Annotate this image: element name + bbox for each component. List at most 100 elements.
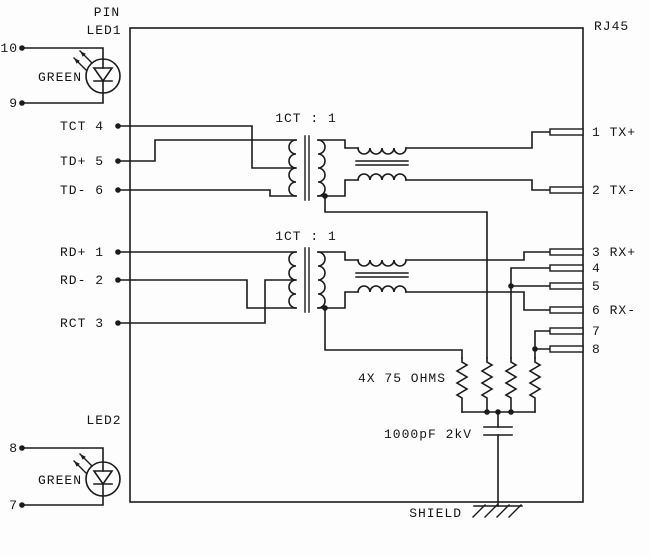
led1-circuit: PIN LED1 10 GREEN 9: [0, 5, 121, 111]
td-minus-wire: [117, 189, 297, 197]
led1-pin-cathode-label: 9: [9, 96, 18, 111]
led1-symbol-circle: [85, 58, 121, 94]
pin-header-label: PIN: [94, 5, 120, 20]
led2-cathode-wire: [21, 483, 104, 506]
led1-arrowhead: [74, 58, 80, 64]
tx-ratio-label: 1CT : 1: [275, 111, 337, 126]
tx-termination-tap-wire: [324, 195, 488, 359]
rj45-pin-label-6: 6 RX-: [592, 303, 636, 318]
rx-choke-top-coil: [357, 259, 407, 267]
led1-pin10-dot: [19, 45, 25, 51]
rx-minus-output-wire: [405, 291, 551, 311]
led1-anode-wire: [21, 47, 104, 69]
rx-primary-coil: [288, 251, 297, 309]
rj45-pin-label-2: 2 TX-: [592, 183, 636, 198]
tx-choke-bottom-coil: [357, 173, 407, 181]
rj45-terminals: RJ45 1 TX+ 2 TX- 3 RX+ 4 5 6 RX- 7 8: [549, 19, 636, 357]
junction-dot: [532, 346, 538, 352]
tx-secondary-coil: [317, 139, 326, 197]
rx-choke-core: [355, 272, 409, 278]
pin-dot: [115, 123, 121, 129]
pin-label-rd-minus: RD- 2: [60, 273, 104, 288]
tx-minus-output-wire: [405, 179, 551, 191]
led2-pin7-dot: [19, 502, 25, 508]
pin-dot: [115, 158, 121, 164]
td-plus-wire: [117, 139, 297, 162]
pin4-wire: [510, 267, 551, 359]
rj45-terminal-3: [549, 248, 584, 256]
rj45-pin-label-1: 1 TX+: [592, 125, 636, 140]
spare-pair-wires: [508, 267, 551, 359]
rj45-pin-label-4: 4: [592, 261, 601, 276]
rx-ratio-label: 1CT : 1: [275, 229, 337, 244]
junction-dot: [508, 283, 514, 289]
rx-secondary-to-choke-wires: [317, 251, 359, 309]
rj45-terminal-6: [549, 306, 584, 314]
chip-side-pins: TCT 4 TD+ 5 TD- 6 RD+ 1 RD- 2 RCT 3: [60, 119, 297, 331]
rx-choke-bottom-coil: [357, 285, 407, 293]
led2-circuit: LED2 8 GREEN 7: [9, 413, 121, 513]
pin-dot: [115, 187, 121, 193]
rj45-pin-label-5: 5: [592, 279, 601, 294]
led2-pin-cathode-label: 7: [9, 498, 18, 513]
led1-pin9-dot: [19, 100, 25, 106]
ground-hatch-icon: [472, 504, 522, 518]
led1-pin-anode-label: 10: [0, 41, 18, 56]
rj45-pin-label-7: 7: [592, 324, 601, 339]
rj45-terminal-7: [549, 327, 584, 335]
led2-pin-anode-label: 8: [9, 441, 18, 456]
tx-secondary-to-choke-wires: [317, 139, 359, 197]
tct-wire: [117, 125, 297, 169]
led2-symbol-circle: [85, 461, 121, 497]
led2-diode-triangle: [92, 470, 114, 486]
led2-anode-wire: [21, 447, 104, 472]
led1-cathode-wire: [21, 80, 104, 104]
led1-arrowhead: [80, 51, 86, 57]
rj45-terminal-8: [549, 345, 584, 353]
tx-transformer: 1CT : 1: [275, 111, 359, 201]
pin-label-td-plus: TD+ 5: [60, 154, 104, 169]
pin-dot: [115, 277, 121, 283]
tx-choke-core: [355, 160, 409, 166]
resistor-4: [528, 357, 542, 413]
shield-ground: SHIELD: [409, 504, 523, 521]
hv-capacitor: 1000pF 2kV: [384, 411, 513, 507]
rx-transformer: 1CT : 1: [275, 229, 359, 313]
tx-choke-top-coil: [357, 147, 407, 155]
rj45-pin-label-8: 8: [592, 342, 601, 357]
capacitor-label: 1000pF 2kV: [384, 427, 472, 442]
shield-label: SHIELD: [409, 506, 462, 521]
led2-name-label: LED2: [86, 413, 121, 428]
rct-wire: [117, 279, 297, 324]
tx-choke: [355, 131, 551, 191]
rj45-terminal-5: [549, 282, 584, 290]
rx-plus-output-wire: [405, 251, 551, 261]
rx-choke: [355, 251, 551, 311]
led2-arrowhead: [80, 454, 86, 460]
tx-primary-coil: [288, 139, 297, 197]
junction-dot: [484, 409, 490, 415]
connector-label: RJ45: [594, 19, 629, 34]
resistors-label: 4X 75 OHMS: [358, 371, 446, 386]
resistor-2: [480, 357, 494, 413]
led1-color-label: GREEN: [38, 70, 82, 85]
rx-core: [304, 247, 310, 313]
junction-dot: [322, 193, 328, 199]
rx-secondary-coil: [317, 251, 326, 309]
pin-label-td-minus: TD- 6: [60, 183, 104, 198]
pin-label-rct: RCT 3: [60, 316, 104, 331]
pin-dot: [115, 249, 121, 255]
junction-dot: [508, 409, 514, 415]
tx-core: [304, 135, 310, 201]
resistor-3: [504, 357, 518, 413]
resistor-1: [455, 357, 469, 413]
rj45-terminal-4: [549, 264, 584, 272]
pin-dot: [115, 320, 121, 326]
led2-pin8-dot: [19, 445, 25, 451]
led1-diode-triangle: [92, 67, 114, 83]
rx-termination-tap-wire: [324, 307, 463, 359]
rj45-terminal-1: [549, 128, 584, 136]
rd-minus-wire: [117, 279, 297, 309]
led2-arrowhead: [74, 461, 80, 467]
